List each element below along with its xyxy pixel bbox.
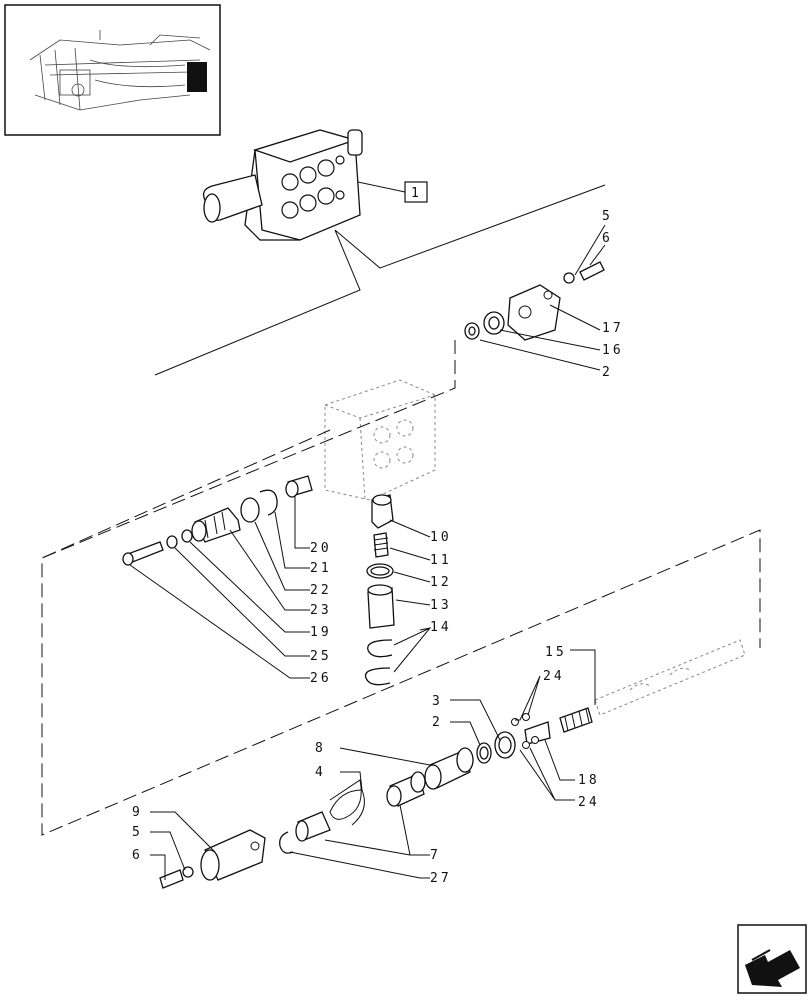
locator-thumbnail — [4, 4, 221, 136]
callout-27: 27 — [430, 871, 452, 886]
callout-17: 17 — [602, 321, 624, 336]
callout-2b: 2 — [432, 715, 443, 730]
callout-10: 10 — [430, 530, 452, 545]
callout-24b: 24 — [578, 795, 600, 810]
assembly-reference-box — [404, 181, 428, 203]
callout-11: 11 — [430, 553, 452, 568]
callout-23: 23 — [310, 603, 332, 618]
callout-16: 16 — [602, 343, 624, 358]
callout-25: 25 — [310, 649, 332, 664]
callout-4: 4 — [315, 765, 326, 780]
callout-20: 20 — [310, 541, 332, 556]
callout-9: 9 — [132, 805, 143, 820]
callout-6a: 6 — [602, 231, 613, 246]
parts-cluster-right — [476, 639, 746, 764]
callout-5b: 5 — [132, 825, 143, 840]
callout-24a: 24 — [543, 669, 565, 684]
callout-1: 1 — [411, 186, 422, 201]
parts-cluster-bottom-left — [159, 829, 266, 889]
callout-8: 8 — [315, 741, 326, 756]
valve-body-ghost — [324, 379, 436, 501]
parts-cluster-lower-center — [279, 747, 474, 854]
callout-13: 13 — [430, 598, 452, 613]
callout-21: 21 — [310, 561, 332, 576]
callout-3: 3 — [432, 694, 443, 709]
callout-22: 22 — [310, 583, 332, 598]
callout-6b: 6 — [132, 848, 143, 863]
callout-14: 14 — [430, 620, 452, 635]
callout-18: 18 — [578, 773, 600, 788]
callout-12: 12 — [430, 575, 452, 590]
next-page-arrow-icon[interactable] — [737, 924, 807, 994]
valve-body-assembly — [202, 129, 363, 241]
parts-cluster-top-right — [464, 261, 605, 341]
callout-2a: 2 — [602, 365, 613, 380]
callout-15: 15 — [545, 645, 567, 660]
parts-cluster-center — [364, 494, 395, 686]
parts-cluster-left — [122, 475, 313, 566]
callout-7: 7 — [430, 848, 441, 863]
callout-19: 19 — [310, 625, 332, 640]
callout-26: 26 — [310, 671, 332, 686]
callout-5a: 5 — [602, 209, 613, 224]
